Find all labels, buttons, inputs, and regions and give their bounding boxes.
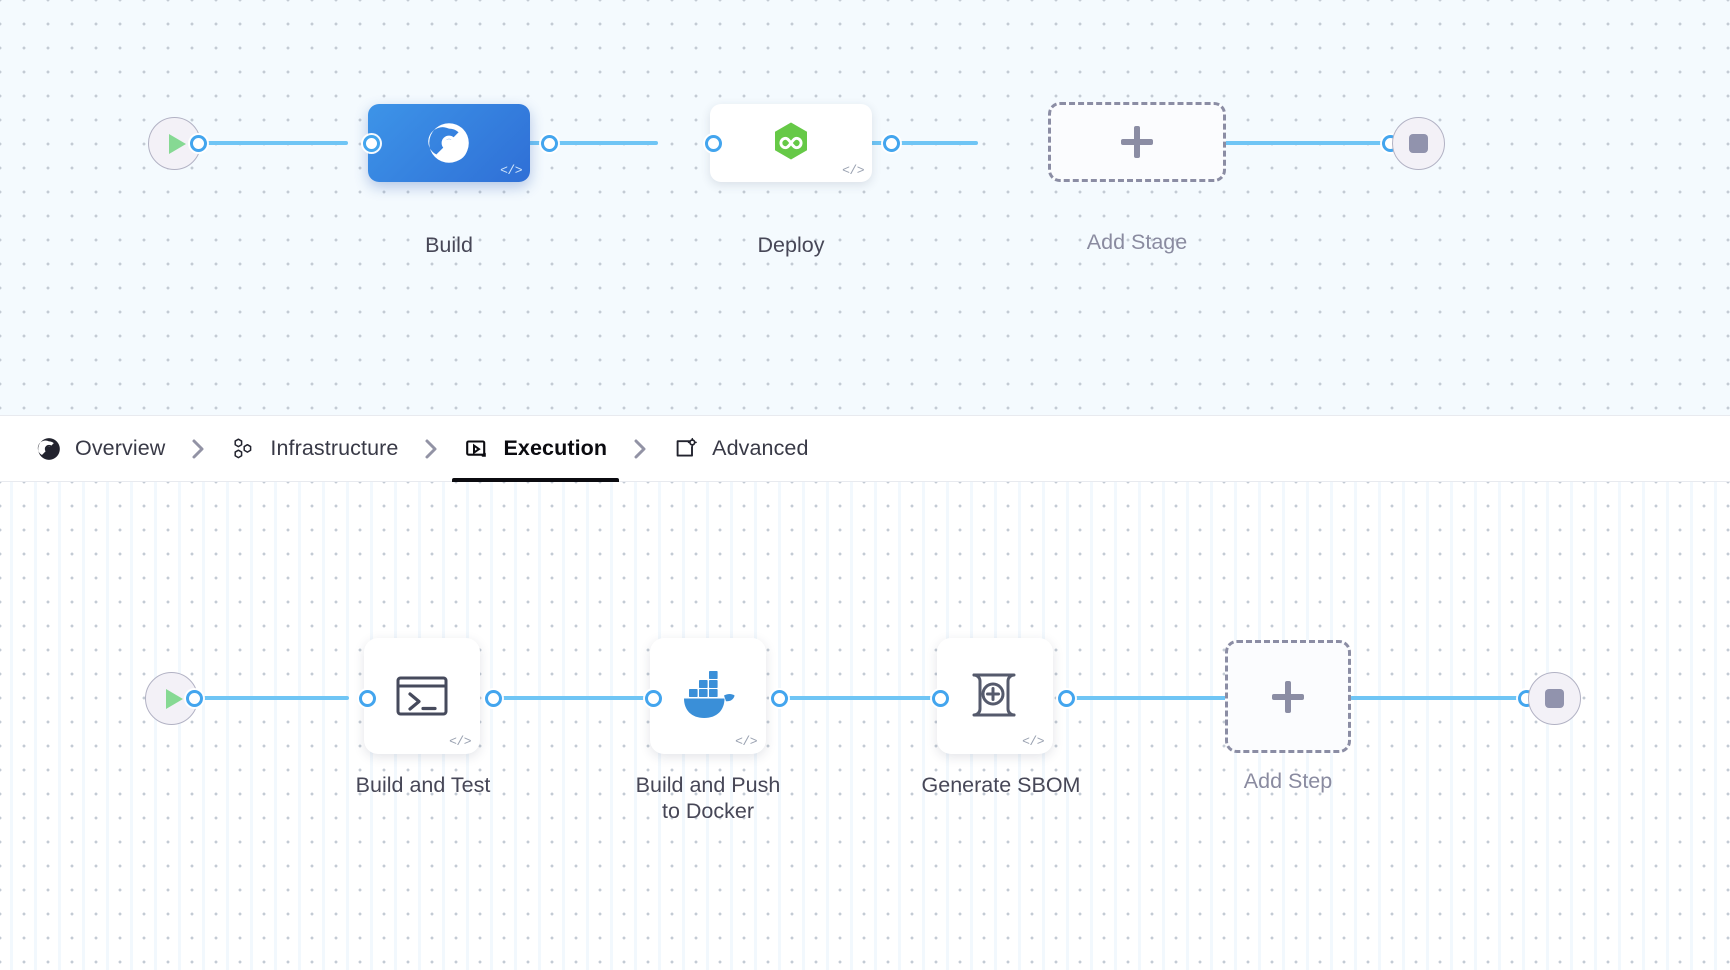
step-label-generate-sbom: Generate SBOM: [921, 773, 1081, 797]
edge-build-test-to-docker: [489, 696, 654, 700]
code-badge: </>: [1022, 734, 1044, 749]
advanced-icon: [676, 437, 697, 457]
code-badge: </>: [500, 163, 522, 178]
step-node-build-and-test[interactable]: </>: [364, 638, 480, 754]
stop-icon: [1409, 134, 1428, 153]
add-stage-label: Add Stage: [1086, 230, 1188, 254]
docker-icon: [684, 671, 735, 718]
port-build-test-in[interactable]: [359, 690, 376, 707]
port-build-out[interactable]: [541, 135, 558, 152]
edge-sbom-to-add-step: [1062, 696, 1227, 700]
add-step-label: Add Step: [1243, 769, 1333, 793]
tab-label: Execution: [503, 436, 608, 460]
step-node-generate-sbom[interactable]: </>: [937, 638, 1053, 754]
play-icon: [168, 133, 186, 154]
chevron-right-icon: [634, 439, 646, 458]
execution-icon: [466, 439, 487, 457]
code-badge: </>: [842, 163, 864, 178]
harness-ci-icon: [428, 123, 469, 163]
stage-label-deploy: Deploy: [757, 233, 825, 257]
edge-build-to-deploy: [498, 141, 658, 145]
port-start-out[interactable]: [190, 135, 207, 152]
step-label-build-and-push-to-docker: Build and Push to Docker: [635, 773, 781, 824]
tab-label: Infrastructure: [270, 436, 399, 460]
tab-overview[interactable]: Overview: [30, 416, 171, 482]
stage-canvas[interactable]: </> Build </> Deploy Add Stage: [0, 0, 1730, 416]
step-label-build-and-test: Build and Test: [355, 773, 491, 797]
chevron-right-icon: [425, 439, 437, 458]
infrastructure-icon: [234, 437, 252, 458]
port-docker-in[interactable]: [645, 690, 662, 707]
tab-infrastructure[interactable]: Infrastructure: [225, 416, 404, 482]
port-exec-start-out[interactable]: [186, 690, 203, 707]
port-deploy-in[interactable]: [705, 135, 722, 152]
port-deploy-out[interactable]: [883, 135, 900, 152]
edge-start-to-build-test: [184, 696, 349, 700]
execution-end-node[interactable]: [1528, 672, 1581, 725]
tab-advanced[interactable]: Advanced: [667, 416, 814, 482]
play-icon: [165, 688, 183, 709]
edge-start-to-build: [188, 141, 348, 145]
stage-config-tabs[interactable]: Overview Infrastructure: [0, 416, 1730, 482]
tab-separator: [613, 434, 667, 464]
pipeline-end-node[interactable]: [1392, 117, 1445, 170]
port-build-test-out[interactable]: [485, 690, 502, 707]
chevron-right-icon: [192, 439, 204, 458]
stage-node-deploy[interactable]: </>: [710, 104, 872, 182]
port-build-in[interactable]: [363, 135, 380, 152]
terminal-icon: [396, 676, 448, 716]
edge-add-step-to-end: [1350, 696, 1520, 700]
code-badge: </>: [735, 734, 757, 749]
edge-docker-to-sbom: [775, 696, 940, 700]
tab-separator: [404, 434, 458, 464]
add-step-button[interactable]: [1225, 640, 1351, 753]
port-sbom-out[interactable]: [1058, 690, 1075, 707]
tab-execution[interactable]: Execution: [452, 416, 619, 482]
stage-node-build[interactable]: </>: [368, 104, 530, 182]
sbom-scroll-icon: [972, 673, 1016, 717]
tab-label: Advanced: [712, 436, 809, 460]
add-stage-button[interactable]: [1048, 102, 1226, 182]
code-badge: </>: [449, 734, 471, 749]
port-sbom-in[interactable]: [932, 690, 949, 707]
execution-steps-canvas[interactable]: </> Build and Test </> Bu: [0, 482, 1730, 970]
stop-icon: [1545, 689, 1564, 708]
plus-icon: [1272, 680, 1304, 713]
tab-label: Overview: [75, 436, 166, 460]
edge-add-to-end: [1215, 141, 1405, 145]
port-docker-out[interactable]: [771, 690, 788, 707]
stage-label-build: Build: [425, 233, 473, 257]
tab-separator: [171, 434, 225, 464]
overview-icon: [37, 437, 60, 460]
plus-icon: [1121, 126, 1153, 158]
harness-cd-icon: [775, 122, 807, 160]
step-node-build-and-push-to-docker[interactable]: </>: [650, 638, 766, 754]
